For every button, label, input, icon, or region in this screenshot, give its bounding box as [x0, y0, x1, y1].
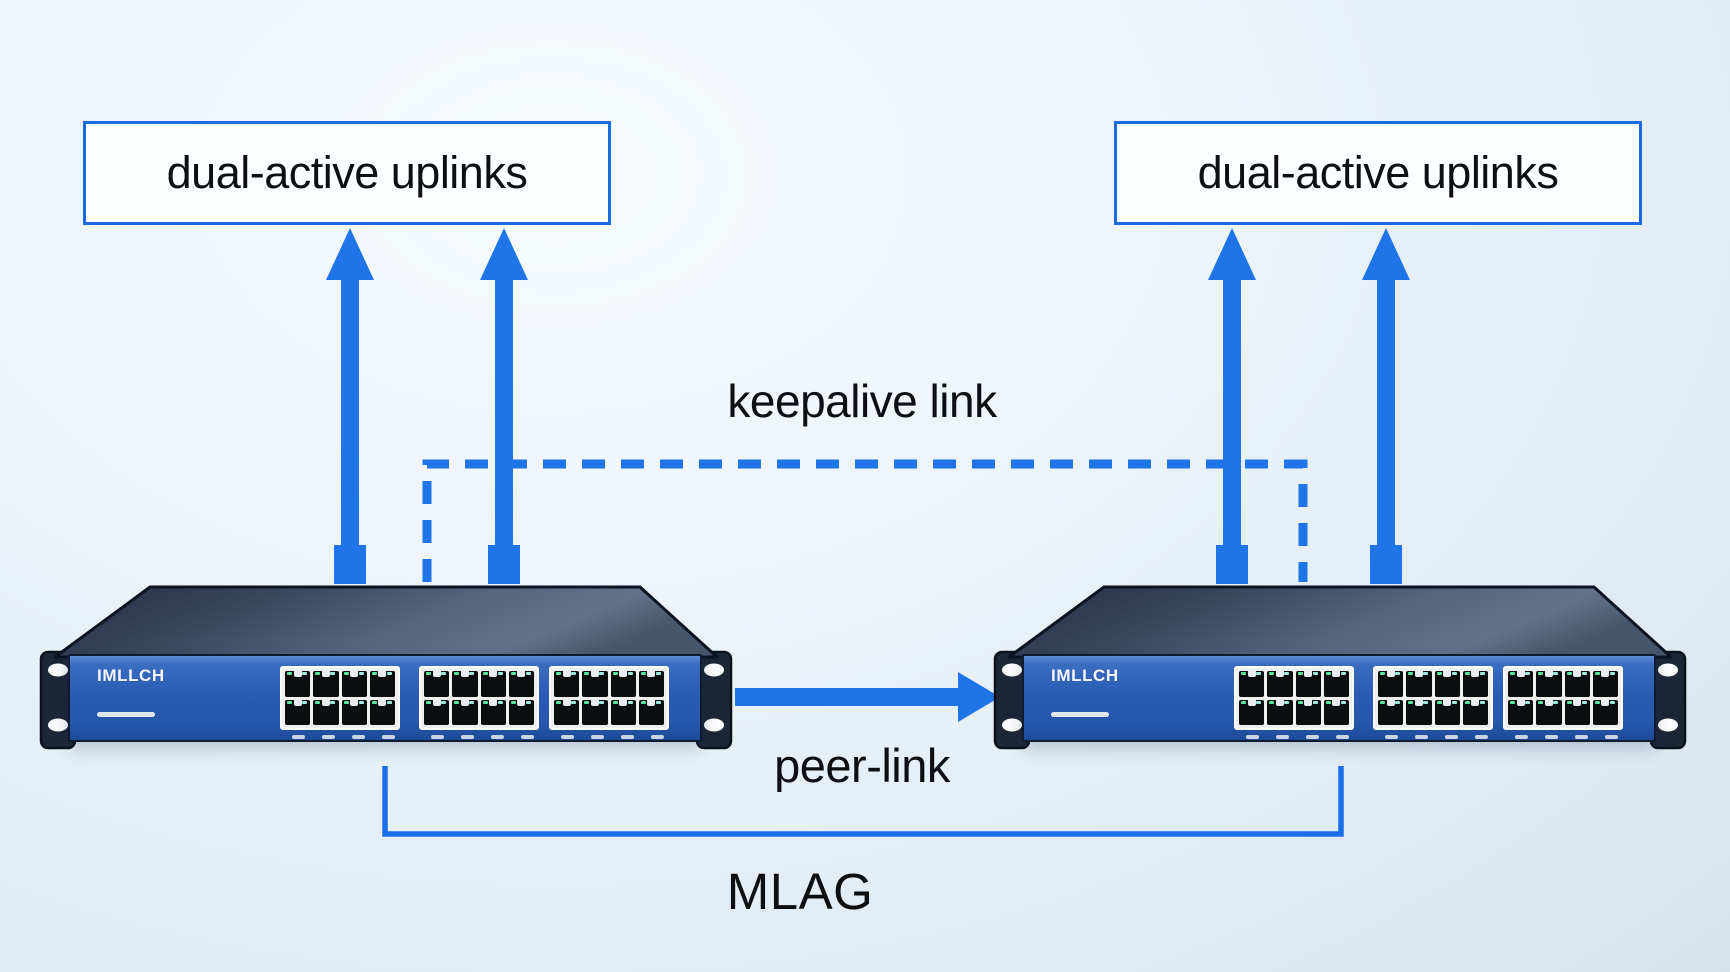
keepalive-link-label: keepalive link [727, 375, 997, 427]
rj45-port [480, 671, 506, 697]
screw-hole [1002, 718, 1022, 732]
switch-brand-logo: IMLLCH [1051, 666, 1119, 685]
switch-top-cover [53, 585, 719, 659]
rj45-port [369, 699, 395, 725]
switch-right: IMLLCH [993, 585, 1687, 755]
screw-hole [704, 718, 724, 732]
rj45-port [638, 699, 664, 725]
rj45-port [1592, 671, 1618, 697]
port-number-labels [561, 735, 574, 739]
port-group [1234, 666, 1354, 730]
switch-top-cover [1007, 585, 1673, 659]
rj45-port [1462, 671, 1488, 697]
rj45-port [1564, 671, 1590, 697]
rj45-port [582, 671, 608, 697]
screw-hole [48, 718, 68, 732]
screw-hole [48, 663, 68, 677]
dual-active-uplinks-label-right: dual-active uplinks [1197, 147, 1559, 198]
rj45-port [1592, 699, 1618, 725]
rj45-port [313, 699, 339, 725]
rj45-port [341, 671, 367, 697]
rj45-port [285, 671, 311, 697]
dual-active-uplinks-label-left: dual-active uplinks [166, 147, 528, 198]
uplink-arrow-right-2 [1362, 228, 1410, 584]
rj45-port [1239, 671, 1265, 697]
keepalive-link-dashed-line [422, 459, 1308, 582]
rj45-port [1406, 699, 1432, 725]
rj45-port [610, 671, 636, 697]
rj45-port [424, 699, 450, 725]
rj45-port [1378, 699, 1404, 725]
rj45-port [1295, 699, 1321, 725]
rj45-port [1564, 699, 1590, 725]
port-number-labels [1246, 735, 1259, 739]
screw-hole [1658, 663, 1678, 677]
rj45-port [424, 671, 450, 697]
rj45-port [1239, 699, 1265, 725]
port-group [419, 666, 539, 730]
rj45-port [1406, 671, 1432, 697]
mlag-label: MLAG [726, 863, 874, 920]
rj45-port [1434, 671, 1460, 697]
port-number-labels [431, 735, 444, 739]
screw-hole [1658, 718, 1678, 732]
rj45-port [638, 671, 664, 697]
switch-front-panel: IMLLCH [68, 654, 702, 742]
port-group [1503, 666, 1623, 730]
rj45-port [1536, 671, 1562, 697]
rj45-port [508, 671, 534, 697]
rj45-port [452, 671, 478, 697]
rj45-port [582, 699, 608, 725]
rj45-port [285, 699, 311, 725]
rj45-port [1267, 699, 1293, 725]
switch-brand-logo: IMLLCH [97, 666, 165, 685]
rj45-port [1267, 671, 1293, 697]
switch-left: IMLLCH [39, 585, 733, 755]
rj45-port [1434, 699, 1460, 725]
port-group [549, 666, 669, 730]
uplink-arrow-left-1 [326, 228, 374, 584]
port-group [280, 666, 400, 730]
rj45-port [1508, 699, 1534, 725]
rj45-port [1378, 671, 1404, 697]
rj45-port [369, 671, 395, 697]
rj45-port [554, 671, 580, 697]
rj45-port [1323, 671, 1349, 697]
mlag-bracket [382, 766, 1344, 837]
rj45-port [452, 699, 478, 725]
rj45-port [554, 699, 580, 725]
rj45-port [508, 699, 534, 725]
peer-link-arrow [735, 672, 1000, 722]
dual-active-uplinks-box-right: dual-active uplinks [1114, 121, 1642, 225]
switch-front-panel: IMLLCH [1022, 654, 1656, 742]
dual-active-uplinks-box-left: dual-active uplinks [83, 121, 611, 225]
switch-chassis [39, 585, 733, 750]
port-number-labels [1515, 735, 1528, 739]
port-number-labels [292, 735, 305, 739]
peer-link-label: peer-link [774, 739, 950, 792]
rj45-port [1508, 671, 1534, 697]
switch-chassis [993, 585, 1687, 750]
rj45-port [480, 699, 506, 725]
rj45-port [341, 699, 367, 725]
brand-underline [1051, 712, 1109, 717]
rj45-port [1462, 699, 1488, 725]
rj45-port [1295, 671, 1321, 697]
rj45-port [1536, 699, 1562, 725]
uplink-arrow-right-1 [1208, 228, 1256, 584]
port-number-labels [1385, 735, 1398, 739]
brand-underline [97, 712, 155, 717]
uplink-arrow-left-2 [480, 228, 528, 584]
port-group [1373, 666, 1493, 730]
screw-hole [704, 663, 724, 677]
screw-hole [1002, 663, 1022, 677]
rj45-port [313, 671, 339, 697]
rj45-port [610, 699, 636, 725]
rj45-port [1323, 699, 1349, 725]
